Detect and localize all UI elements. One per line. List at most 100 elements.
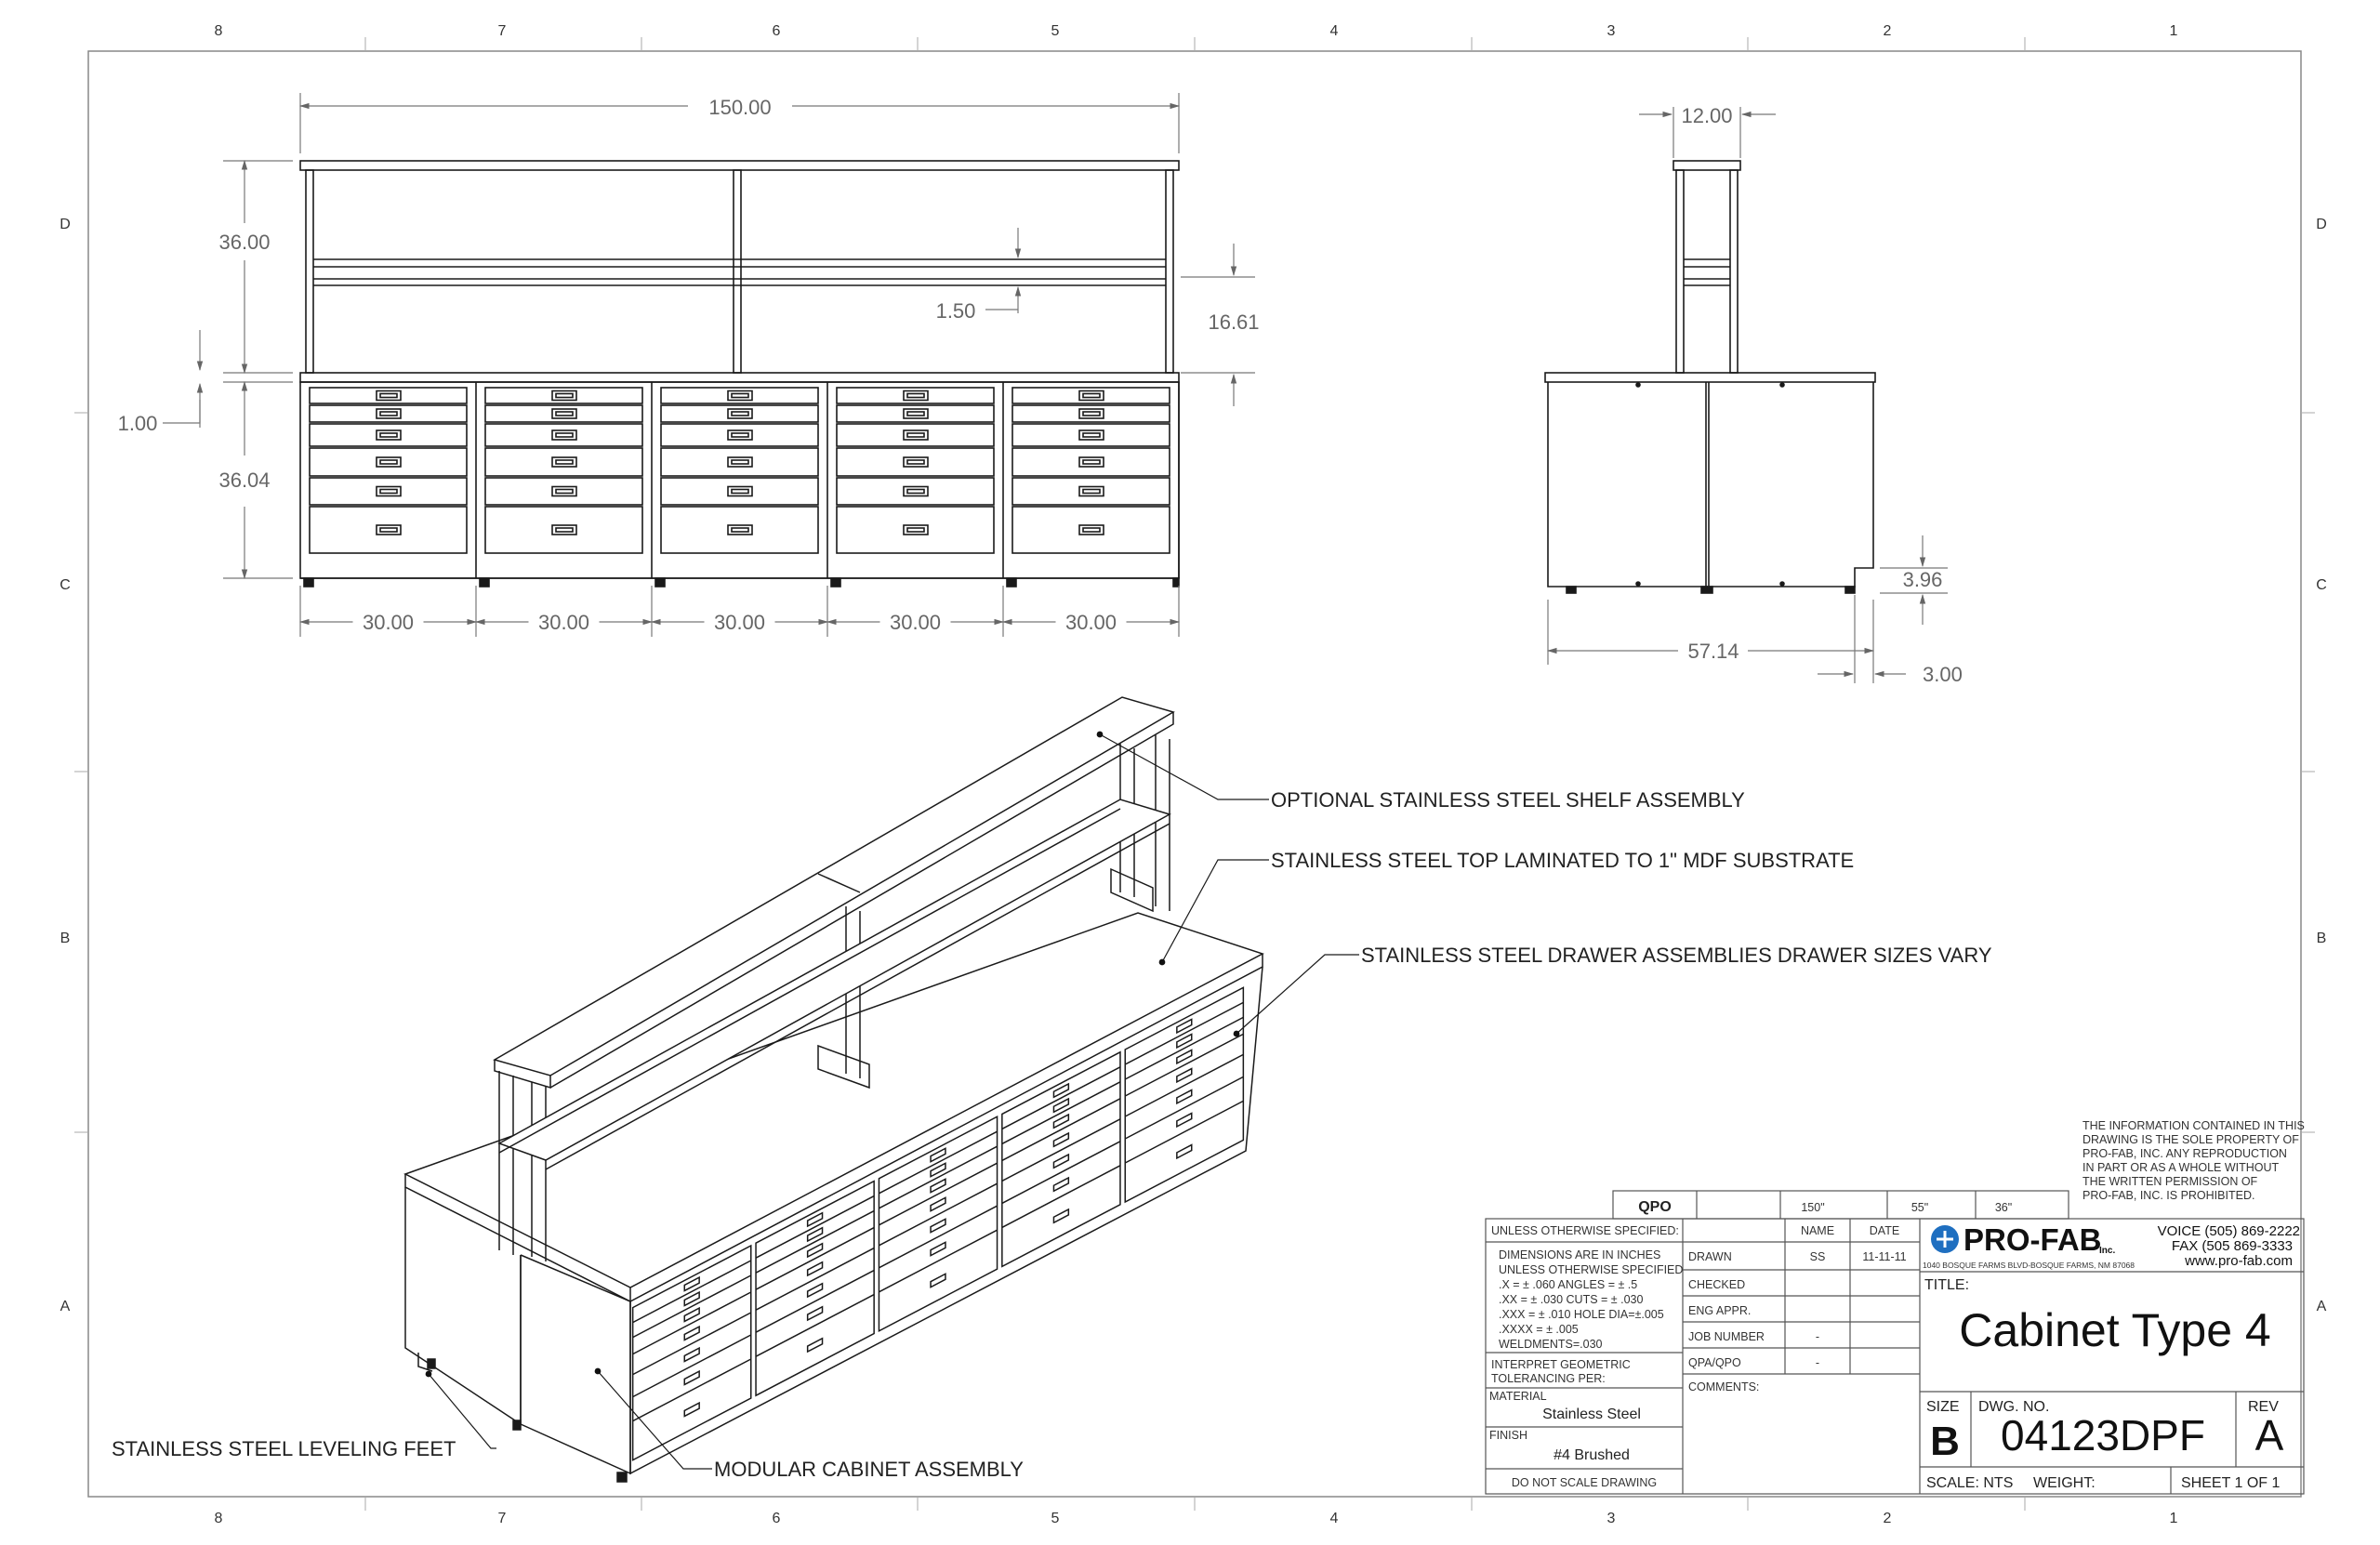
drawer-handle-inner — [379, 527, 398, 533]
drawer-front — [484, 387, 643, 404]
zone-row-label: D — [2316, 217, 2327, 232]
drawer-handle-inner — [555, 392, 574, 399]
material-label: MATERIAL — [1489, 1390, 1547, 1403]
dim-shelf-gap: 1.50 — [936, 299, 976, 323]
iso-drawer-handle — [930, 1218, 946, 1234]
drawer-handle-inner — [379, 459, 398, 465]
callout-top: STAINLESS STEEL TOP LAMINATED TO 1" MDF … — [1271, 849, 1854, 872]
company-web: www.pro-fab.com — [2184, 1253, 2293, 1269]
material-value: Stainless Steel — [1542, 1406, 1641, 1422]
drawer-front — [1012, 423, 1170, 447]
zone-column-label: 6 — [773, 23, 781, 39]
comments-label: COMMENTS: — [1688, 1380, 1759, 1393]
tolerances: DIMENSIONS ARE IN INCHES UNLESS OTHERWIS… — [1499, 1248, 1683, 1351]
drawer-front — [484, 506, 643, 554]
svg-text:.XXX = ± .010 HOLE DIA=±.005: .XXX = ± .010 HOLE DIA=±.005 — [1499, 1308, 1664, 1321]
iso-drawer-divider — [1001, 1141, 1121, 1205]
iso-drawer-handle — [806, 1242, 824, 1259]
title-block — [1485, 1190, 2305, 1495]
iso-drawer-bay — [1001, 1050, 1121, 1268]
drawer-front — [836, 387, 995, 404]
shelf-post-center — [733, 169, 742, 374]
scale: SCALE: NTS — [1926, 1475, 2013, 1491]
interpret-line-2: TOLERANCING PER: — [1491, 1372, 1606, 1385]
qpo-value-3: 36" — [1995, 1201, 2012, 1214]
iso-drawer-handle — [1052, 1113, 1070, 1129]
zone-row-label: B — [2317, 931, 2327, 946]
do-not-scale: DO NOT SCALE DRAWING — [1512, 1476, 1657, 1489]
dim-cabinet-height: 36.04 — [218, 469, 270, 492]
dwg-no: 04123DPF — [2001, 1411, 2205, 1459]
iso-drawer-divider — [879, 1145, 998, 1209]
drawer-handle-inner — [555, 411, 574, 416]
drawer-handle — [727, 390, 753, 402]
drawer-handle — [727, 456, 753, 468]
iso-drawer-handle — [683, 1306, 700, 1323]
dim-kick-depth: 3.00 — [1923, 663, 1963, 686]
zone-column-label: 6 — [773, 1511, 781, 1526]
svg-text:DRAWING IS THE SOLE PROPERTY O: DRAWING IS THE SOLE PROPERTY OF — [2082, 1133, 2299, 1146]
iso-drawer-divider — [755, 1269, 875, 1333]
zone-column-label: 4 — [1330, 23, 1339, 39]
zone-column-label: 8 — [215, 23, 223, 39]
drawer-handle — [376, 429, 402, 441]
iso-drawer-bay — [755, 1180, 875, 1397]
drawer-front — [309, 447, 468, 477]
drawer-handle-inner — [906, 488, 925, 495]
drawer-handle-inner — [1082, 411, 1101, 416]
company-address: 1040 BOSQUE FARMS BLVD-BOSQUE FARMS, NM … — [1923, 1261, 2135, 1270]
drawer-handle — [376, 456, 402, 468]
iso-drawer-handle — [930, 1241, 946, 1257]
leveling-foot — [1006, 577, 1017, 588]
drawer-handle — [1078, 390, 1104, 402]
finish-label: FINISH — [1489, 1429, 1527, 1442]
interpret-line-1: INTERPRET GEOMETRIC — [1491, 1358, 1631, 1371]
drawer-front — [309, 387, 468, 404]
company-fax: FAX (505 869-3333 — [2172, 1238, 2293, 1254]
iso-drawer-divider — [1124, 1100, 1244, 1164]
zone-row-label: A — [2317, 1299, 2327, 1314]
iso-drawer-divider — [755, 1293, 875, 1357]
dwg-no-label: DWG. NO. — [1978, 1399, 2049, 1415]
iso-drawer-divider — [755, 1195, 875, 1259]
title-label: TITLE: — [1924, 1277, 1969, 1293]
drawer-front — [1012, 447, 1170, 477]
callout-leveling-feet: STAINLESS STEEL LEVELING FEET — [112, 1437, 456, 1460]
drawer-front — [836, 477, 995, 506]
drawer-handle — [1078, 485, 1104, 497]
iso-drawer-divider — [879, 1130, 998, 1195]
unless-specified: UNLESS OTHERWISE SPECIFIED: — [1491, 1224, 1679, 1237]
zone-column-label: 7 — [498, 1511, 507, 1526]
drawer-handle — [727, 429, 753, 441]
iso-drawer-handle — [1176, 1143, 1193, 1160]
iso-drawer-divider — [879, 1205, 998, 1269]
drawer-handle-inner — [555, 432, 574, 438]
drawer-handle — [1078, 524, 1104, 535]
drawer-handle-inner — [1082, 432, 1101, 438]
zone-column-label: 5 — [1051, 1511, 1060, 1526]
iso-drawer-handle — [1176, 1018, 1193, 1035]
drawer-front — [660, 477, 819, 506]
drawer-handle — [376, 485, 402, 497]
iso-drawer-handle — [930, 1196, 946, 1212]
dim-shelf-depth: 12.00 — [1681, 104, 1732, 127]
iso-drawer-divider — [632, 1312, 752, 1376]
drawer-handle — [903, 390, 929, 402]
drawer-handle-inner — [1082, 392, 1101, 399]
svg-text:DIMENSIONS ARE IN INCHES: DIMENSIONS ARE IN INCHES — [1499, 1248, 1660, 1261]
svg-text:PRO-FAB, INC. IS PROHIBITED.: PRO-FAB, INC. IS PROHIBITED. — [2082, 1189, 2254, 1202]
drawer-handle — [376, 390, 402, 402]
dim-overall-depth: 57.14 — [1687, 640, 1739, 663]
leveling-foot — [479, 577, 490, 588]
iso-drawer-handle — [806, 1282, 824, 1299]
zone-row-label: A — [60, 1299, 71, 1314]
leveling-foot — [1172, 577, 1180, 588]
drawer-front — [836, 423, 995, 447]
drawer-handle-inner — [555, 527, 574, 533]
drawer-front — [1012, 387, 1170, 404]
drawer-handle-inner — [906, 527, 925, 533]
front-view — [299, 160, 1180, 588]
drawer-handle — [551, 456, 577, 468]
dim-overall-width: 150.00 — [708, 96, 771, 119]
finish-value: #4 Brushed — [1554, 1447, 1630, 1463]
